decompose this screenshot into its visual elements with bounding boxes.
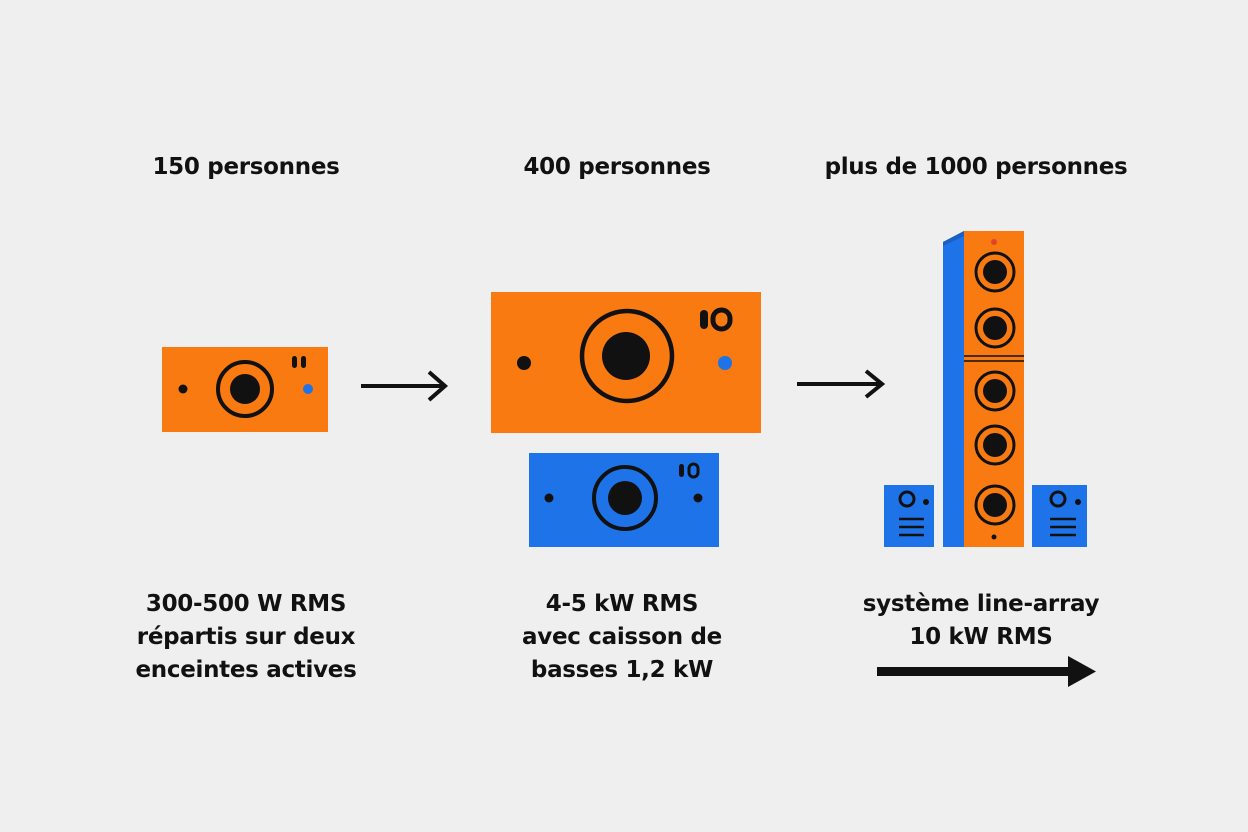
side-speaker-icon bbox=[1032, 485, 1087, 547]
tier-2-description-line: avec caisson de bbox=[522, 624, 722, 650]
tier-1-description-line: répartis sur deux bbox=[136, 624, 356, 650]
tier-3-description-line: système line-array bbox=[862, 591, 1100, 617]
tier-2-audience: 400 personnes bbox=[523, 154, 711, 180]
tier-2-description-line: 4-5 kW RMS bbox=[545, 591, 699, 617]
tier-2-description: 4-5 kW RMS avec caisson de basses 1,2 kW bbox=[442, 588, 802, 687]
tier-1-description-line: enceintes actives bbox=[135, 657, 357, 683]
arrow-right-icon bbox=[797, 369, 886, 399]
tier-1-description-line: 300-500 W RMS bbox=[145, 591, 347, 617]
arrow-right-icon bbox=[361, 370, 449, 402]
subwoofer-icon bbox=[529, 453, 719, 547]
tier-1-description: 300-500 W RMS répartis sur deux enceinte… bbox=[66, 588, 426, 687]
tier-2-description-line: basses 1,2 kW bbox=[530, 657, 714, 683]
tier-1-audience: 150 personnes bbox=[152, 154, 340, 180]
side-speaker-icon bbox=[884, 485, 934, 547]
small-speaker-icon bbox=[162, 347, 328, 432]
large-speaker-icon bbox=[491, 292, 761, 433]
tier-3-description: système line-array 10 kW RMS bbox=[801, 588, 1161, 654]
tier-3-description-line: 10 kW RMS bbox=[909, 624, 1053, 650]
tier-3-audience: plus de 1000 personnes bbox=[824, 154, 1128, 180]
bold-arrow-right-icon bbox=[877, 656, 1096, 687]
line-array-tower-icon bbox=[943, 231, 1024, 547]
